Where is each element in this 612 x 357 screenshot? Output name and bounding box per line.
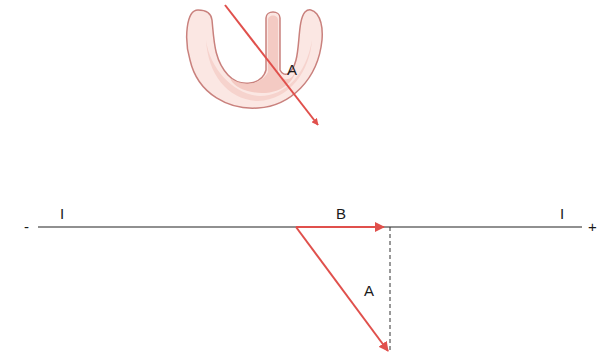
vector-arrow bbox=[296, 227, 388, 351]
projection-arrow bbox=[296, 226, 384, 228]
lead-axis bbox=[38, 226, 582, 227]
heart-outline bbox=[187, 10, 322, 108]
vector-arrow bbox=[225, 5, 318, 125]
polarity-sign: - bbox=[24, 219, 29, 234]
vector-label: A bbox=[287, 62, 297, 77]
polarity-sign: + bbox=[588, 219, 597, 234]
vector-label: A bbox=[364, 283, 374, 298]
dashed-line bbox=[390, 227, 391, 350]
vector-label: B bbox=[336, 206, 346, 221]
lead-label: I bbox=[560, 206, 564, 221]
lead-label: I bbox=[60, 206, 64, 221]
